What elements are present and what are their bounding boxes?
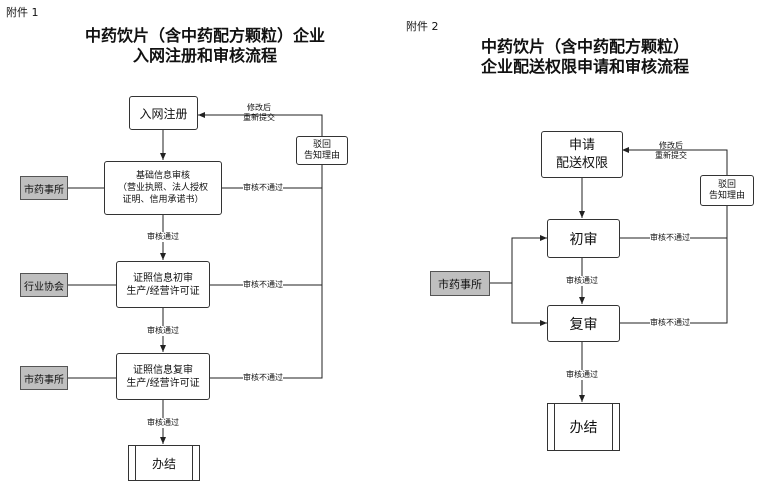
label-pass: 审核通过 — [566, 276, 598, 286]
node-reject: 驳回 告知理由 — [700, 175, 754, 206]
title-line-1: 中药饮片（含中药配方颗粒） — [480, 37, 689, 56]
node-done-label: 办结 — [151, 456, 176, 471]
diagram-title: 中药饮片（含中药配方颗粒）企业 入网注册和审核流程 — [40, 26, 370, 66]
label-fail: 审核不通过 — [243, 373, 283, 383]
actor-bureau: 市药事所 — [430, 271, 490, 296]
node-done: 办结 — [128, 445, 200, 481]
attachment-label: 附件 2 — [406, 20, 439, 33]
actor-bureau-2: 市药事所 — [20, 366, 68, 390]
node-reject: 驳回 告知理由 — [296, 136, 348, 165]
label-pass: 审核通过 — [147, 418, 179, 428]
diagram-title: 中药饮片（含中药配方颗粒） 企业配送权限申请和审核流程 — [440, 37, 730, 77]
node-register: 入网注册 — [129, 96, 198, 130]
label-pass: 审核通过 — [147, 326, 179, 336]
label-fail: 审核不通过 — [243, 280, 283, 290]
label-pass: 审核通过 — [566, 370, 598, 380]
title-line-2: 入网注册和审核流程 — [132, 46, 277, 65]
node-license-second-review: 证照信息复审 生产/经营许可证 — [116, 353, 210, 400]
actor-association: 行业协会 — [20, 273, 68, 297]
node-done: 办结 — [547, 403, 620, 451]
title-line-2: 企业配送权限申请和审核流程 — [480, 57, 689, 76]
title-line-1: 中药饮片（含中药配方颗粒）企业 — [84, 26, 325, 45]
label-resubmit: 修改后 重新提交 — [243, 103, 275, 122]
label-resubmit: 修改后 重新提交 — [655, 141, 687, 160]
line-second-fail — [210, 165, 323, 379]
node-license-first-review: 证照信息初审 生产/经营许可证 — [116, 261, 210, 308]
arrow-bureau-first — [511, 235, 547, 283]
actor-bureau-1: 市药事所 — [20, 176, 68, 200]
node-apply-permission: 申请 配送权限 — [541, 131, 623, 178]
label-fail: 审核不通过 — [243, 183, 283, 193]
label-pass: 审核通过 — [147, 232, 179, 242]
node-basic-review: 基础信息审核 （营业执照、法人授权 证明、信用承诺书） — [104, 161, 222, 215]
node-done-label: 办结 — [569, 420, 598, 436]
node-first-review: 初审 — [547, 219, 620, 258]
line-second-fail — [620, 206, 728, 324]
label-fail: 审核不通过 — [650, 318, 690, 328]
node-second-review: 复审 — [547, 305, 620, 342]
arrow-resubmit-left — [198, 112, 323, 136]
arrow-resubmit-right — [622, 147, 728, 175]
attachment-label: 附件 1 — [6, 6, 39, 19]
label-fail: 审核不通过 — [650, 233, 690, 243]
arrow-bureau-second — [511, 283, 547, 326]
